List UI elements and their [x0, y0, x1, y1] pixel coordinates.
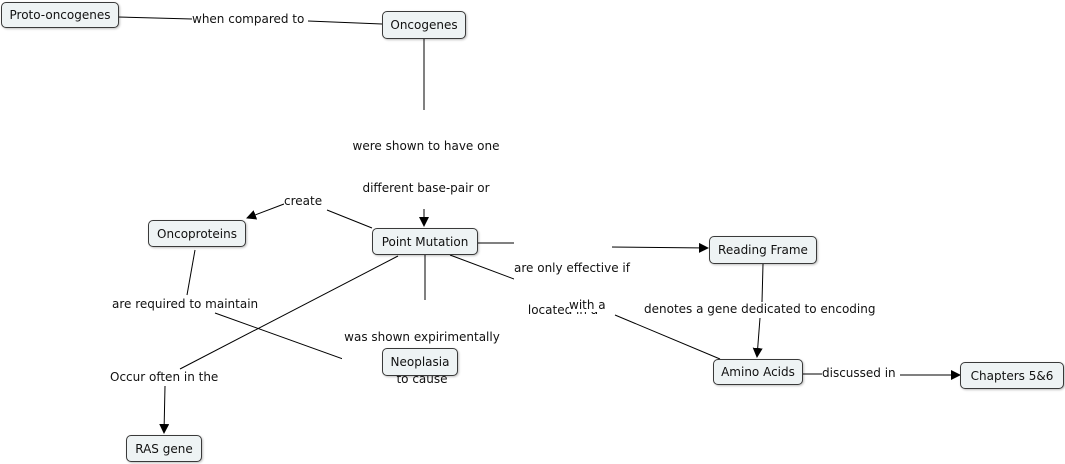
link-effective-to-reading-frame: [609, 242, 709, 253]
link-label-shown-cause-line1: was shown expirimentally: [344, 330, 500, 344]
link-label-to-oncogenes: [307, 20, 383, 25]
link-label-with-a: with a: [569, 298, 606, 312]
concept-oncoproteins[interactable]: Oncoproteins: [148, 220, 246, 247]
link-occur-to-ras: [159, 385, 170, 434]
link-pm-to-occur: [179, 255, 399, 370]
concept-amino-acids[interactable]: Amino Acids: [713, 359, 803, 385]
link-label-only-effective-line1: are only effective if: [514, 261, 630, 275]
concept-chapters[interactable]: Chapters 5&6: [960, 362, 1064, 389]
link-label-denotes: denotes a gene dedicated to encoding: [644, 302, 876, 316]
link-pm-to-create: [326, 209, 373, 229]
link-label-required-to-maintain: are required to maintain: [112, 297, 259, 311]
link-label-create: create: [284, 194, 323, 208]
link-create-to-oncoproteins: [246, 203, 285, 220]
link-denotes-to-amino: [752, 317, 763, 358]
link-label-occur-often: Occur often in the: [110, 370, 219, 384]
link-proto-to-label: [117, 16, 193, 20]
link-label-when-compared-to: when compared to: [192, 12, 305, 26]
concept-neoplasia[interactable]: Neoplasia: [382, 348, 458, 376]
link-label-shown-one-diff: were shown to have one different base-pa…: [346, 111, 506, 209]
link-witha-to-amino: [614, 314, 721, 360]
concept-oncogenes[interactable]: Oncogenes: [382, 11, 466, 39]
link-label-shown-cause: was shown expirimentally to cause: [342, 302, 502, 400]
link-oncoproteins-to-required: [186, 249, 196, 296]
link-label-only-effective: are only effective if located in a: [514, 233, 630, 331]
link-label-discussed-in: discussed in: [822, 366, 896, 380]
link-label-shown-one-diff-line1: were shown to have one: [352, 139, 500, 153]
link-reading-to-denotes: [761, 263, 764, 303]
concept-ras-gene[interactable]: RAS gene: [126, 435, 202, 462]
concept-reading-frame[interactable]: Reading Frame: [709, 236, 817, 264]
concept-proto-oncogenes[interactable]: Proto-oncogenes: [1, 2, 119, 28]
link-label-shown-one-diff-line2: different base-pair or: [362, 181, 490, 195]
concept-point-mutation[interactable]: Point Mutation: [372, 228, 478, 255]
